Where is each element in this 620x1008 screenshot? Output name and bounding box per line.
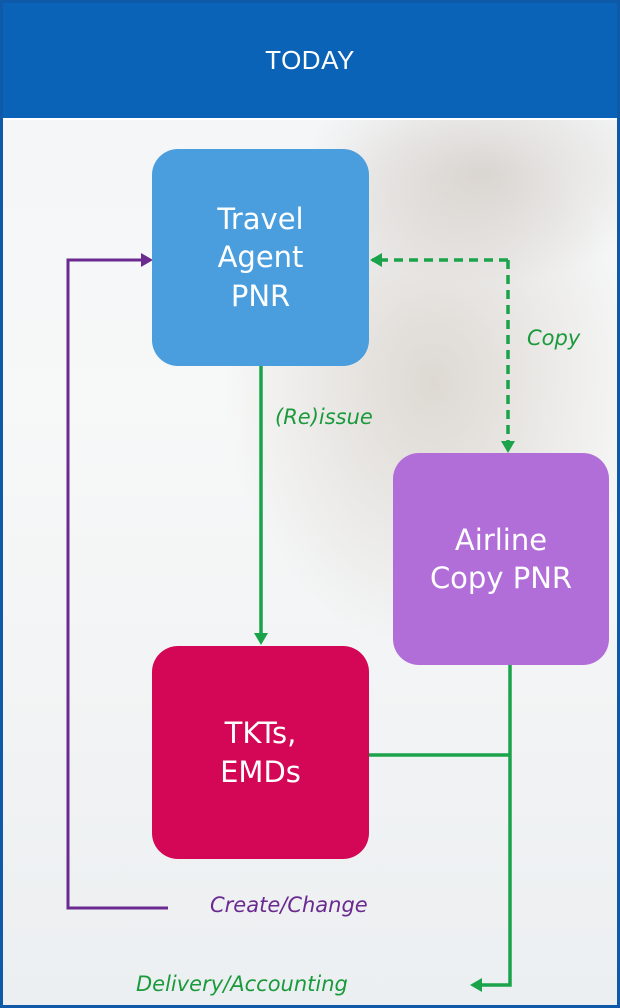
airline-copy-pnr-node: Airline Copy PNR	[393, 453, 609, 665]
tickets-emds-node: TKTs, EMDs	[152, 646, 369, 859]
copy-arrowhead-down	[501, 441, 515, 453]
copy-connector	[372, 258, 510, 450]
reissue-arrowhead	[254, 633, 268, 645]
copy-arrowhead-left	[370, 253, 382, 267]
create-change-connector	[66, 258, 168, 910]
create-change-label: Create/Change	[210, 893, 368, 917]
travel-agent-pnr-node: Travel Agent PNR	[152, 149, 369, 366]
delivery-accounting-label: Delivery/Accounting	[136, 972, 348, 996]
delivery-connector	[369, 665, 512, 987]
delivery-arrowhead	[470, 978, 482, 992]
copy-label: Copy	[527, 326, 581, 350]
create-change-arrowhead	[141, 253, 153, 267]
header-bar: TODAY	[3, 3, 617, 118]
header-divider	[3, 118, 617, 120]
reissue-label: (Re)issue	[275, 405, 373, 429]
header-title: TODAY	[265, 45, 355, 75]
